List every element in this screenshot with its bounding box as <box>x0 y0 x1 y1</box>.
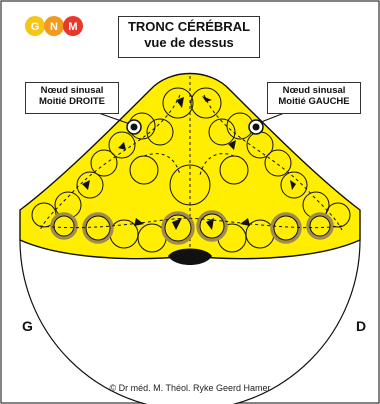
right-sinus-label: Nœud sinusal Moitié GAUCHE <box>267 82 361 114</box>
target-dot <box>253 124 260 131</box>
gnm-logo: G N M <box>24 14 88 38</box>
title-box: TRONC CÉRÉBRAL vue de dessus <box>118 16 260 58</box>
right-label-line-1: Nœud sinusal <box>268 85 360 96</box>
left-label-line-2: Moitié DROITE <box>26 96 118 107</box>
side-label-right: D <box>356 318 366 334</box>
relay-circle-brown <box>308 214 332 238</box>
logo-letter-n: N <box>50 21 58 33</box>
title-line-1: TRONC CÉRÉBRAL <box>119 19 259 35</box>
left-sinus-node <box>127 120 141 134</box>
left-sinus-label: Nœud sinusal Moitié DROITE <box>25 82 119 114</box>
relay-circle-brown <box>272 214 300 242</box>
left-label-line-1: Nœud sinusal <box>26 85 118 96</box>
side-label-left: G <box>22 318 33 334</box>
target-dot <box>131 124 138 131</box>
logo-letter-g: G <box>31 21 40 33</box>
copyright-text: © Dr méd. M. Théol. Ryke Geerd Hamer <box>0 383 380 393</box>
right-sinus-node <box>249 120 263 134</box>
relay-circle-brown <box>163 213 193 243</box>
logo-letter-m: M <box>68 21 77 33</box>
relay-circle-brown <box>84 214 112 242</box>
right-label-line-2: Moitié GAUCHE <box>268 96 360 107</box>
relay-circle-brown <box>52 214 76 238</box>
title-line-2: vue de dessus <box>119 35 259 51</box>
